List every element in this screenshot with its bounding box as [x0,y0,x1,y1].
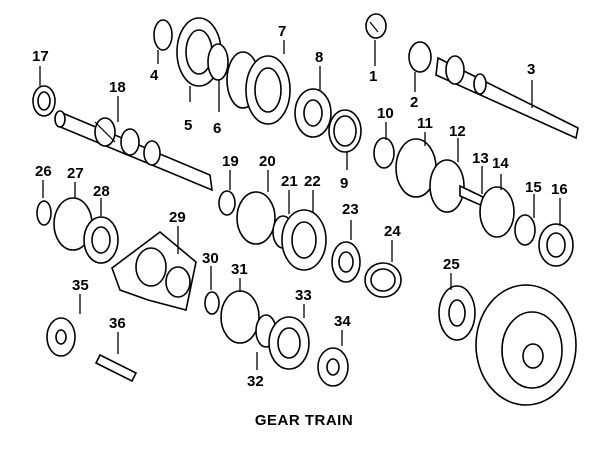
callout-25: 25 [443,256,460,273]
gears-10-16 [373,137,574,267]
callout-14: 14 [492,155,509,172]
callout-31: 31 [231,261,248,278]
callout-4: 4 [150,67,159,84]
callouts: 1 2 3 4 5 6 7 8 9 10 11 12 13 14 15 16 1 [32,23,568,390]
callout-26: 26 [35,163,52,180]
callout-10: 10 [377,105,394,122]
callout-3: 3 [527,61,535,78]
callout-21: 21 [281,173,298,190]
bearing-8-ring-9 [294,88,362,153]
callout-2: 2 [410,94,418,111]
bearing-17 [32,85,56,117]
callout-34: 34 [334,313,351,330]
callout-32: 32 [247,373,264,390]
gear-34 [317,347,349,387]
callout-17: 17 [32,48,49,65]
callout-1: 1 [369,68,377,85]
ring-gear-25 [438,284,577,406]
callout-27: 27 [67,165,84,182]
gears-30-33 [204,290,310,370]
callout-30: 30 [202,250,219,267]
callout-36: 36 [109,315,126,332]
callout-16: 16 [551,181,568,198]
callout-5: 5 [184,117,192,134]
callout-19: 19 [222,153,239,170]
callout-33: 33 [295,287,312,304]
callout-11: 11 [417,115,433,132]
drawing [32,13,579,406]
callout-23: 23 [342,201,359,218]
callout-12: 12 [449,123,466,140]
callout-22: 22 [304,173,321,190]
part-1 [365,13,387,39]
gears-26-28 [36,197,119,264]
callout-24: 24 [384,223,401,240]
callout-28: 28 [93,183,110,200]
callout-35: 35 [72,277,89,294]
callout-15: 15 [525,179,542,196]
callout-18: 18 [109,79,126,96]
callout-9: 9 [340,175,348,192]
diagram-title: GEAR TRAIN [254,412,354,429]
callout-6: 6 [213,120,221,137]
ring-24 [364,262,402,298]
shaft-3 [408,41,579,140]
pin-36 [94,353,138,383]
shaft-18 [54,110,213,192]
plate-29 [111,230,197,311]
gear-35 [46,317,76,357]
callout-7: 7 [278,23,286,40]
callout-29: 29 [169,209,186,226]
gears-19-23 [218,190,361,283]
gears-4-7 [153,17,291,125]
callout-8: 8 [315,49,323,66]
callout-20: 20 [259,153,276,170]
callout-13: 13 [472,150,489,167]
